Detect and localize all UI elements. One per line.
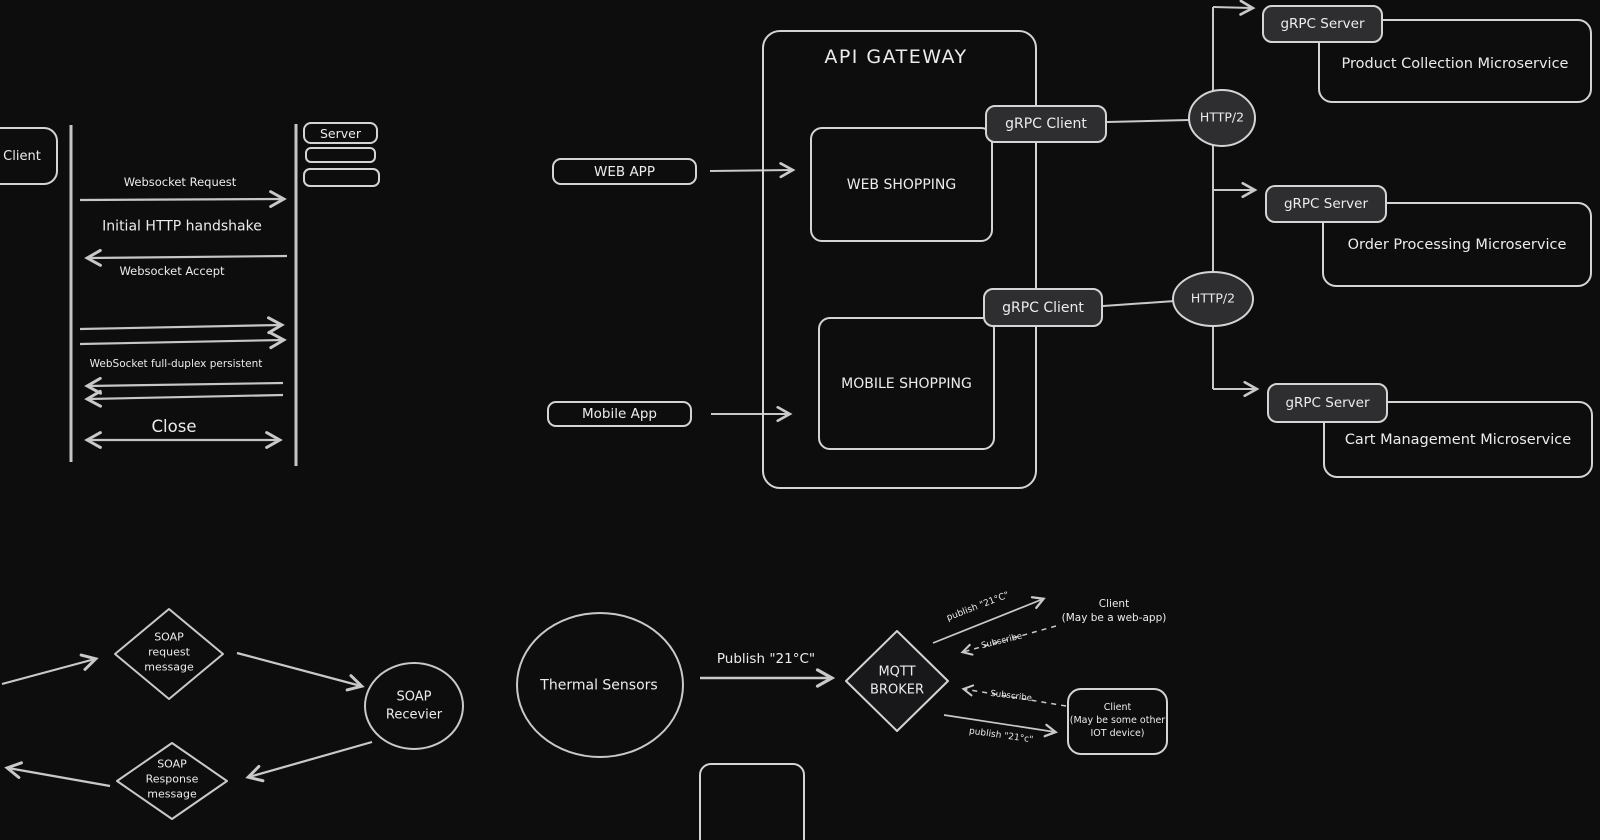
cart-microservice-box: Cart Management Microservice [1323,401,1593,478]
arrow-soapresponse-out [4,761,111,788]
arrow-duplex-right-2 [79,331,287,350]
initial-handshake-label: Initial HTTP handshake [102,218,262,235]
grpc-client-label-1: gRPC Client [1005,116,1087,132]
arrow-soaprequest-to-receiver [236,651,365,692]
mobile-app-box: Mobile App [547,401,692,427]
order-microservice-label: Order Processing Microservice [1347,236,1567,253]
thermal-sensors-circle [516,612,684,758]
thermal-sensors-label: Thermal Sensors [540,677,658,694]
mqtt-shapes [516,596,1067,758]
arrow-duplex-left-2 [84,389,284,408]
http2-label-2: HTTP/2 [1190,290,1236,306]
close-label: Close [151,416,197,436]
websocket-server-label: Server [320,125,361,141]
cart-microservice-label: Cart Management Microservice [1344,431,1572,448]
websocket-server-row-2 [303,168,380,187]
grpc-client-box-1: gRPC Client [985,105,1107,143]
mobile-shopping-label: MOBILE SHOPPING [841,375,972,392]
api-gateway-title: API GATEWAY [824,46,968,69]
websocket-accept-label: Websocket Accept [119,264,225,279]
soap-shapes [1,608,464,820]
web-shopping-box: WEB SHOPPING [810,127,993,242]
grpc-server-label-2: gRPC Server [1283,196,1369,212]
mobile-app-label: Mobile App [582,406,657,422]
grpc-server-box-1: gRPC Server [1262,5,1383,43]
arrow-subscribe-up [960,625,1057,656]
grpc-server-box-2: gRPC Server [1265,185,1387,223]
client-iot-box: Client (May be some other IOT device) [1067,688,1168,755]
grpc-client-label-2: gRPC Client [1002,299,1084,316]
soap-request-label: SOAP request message [144,630,194,674]
http2-label-1: HTTP/2 [1199,109,1245,125]
websocket-client-label: Client [3,148,41,164]
mobile-shopping-box: MOBILE SHOPPING [818,317,995,450]
http2-circle-1 [1188,89,1256,147]
soap-response-diamond [116,742,228,820]
arrow-publish-up [932,596,1046,644]
soap-receiver-label: SOAP Recevier [385,689,443,722]
websocket-server-box: Server [303,122,378,144]
arrow-publish-down [943,714,1058,738]
websocket-client-box: Client [0,127,58,185]
order-microservice-box: Order Processing Microservice [1322,202,1592,287]
empty-box [699,763,805,840]
product-microservice-label: Product Collection Microservice [1341,56,1569,72]
arrow-receiver-to-soapresponse [245,740,373,783]
websocket-request-label: Websocket Request [123,175,237,190]
product-microservice-box: Product Collection Microservice [1318,19,1592,103]
arrow-webapp-to-webshopping [709,162,796,179]
soap-receiver-circle [364,662,464,750]
arrow-to-grpcserver1 [1212,0,1256,16]
gateway-connectors [709,0,1260,423]
line-grpcclient2-http2 [1102,300,1176,307]
http2-circle-2 [1172,271,1254,327]
arrow-duplex-left-1 [84,376,284,395]
soap-response-label: SOAP Response message [145,757,199,801]
websocket-server-row-1 [305,147,376,163]
web-shopping-label: WEB SHOPPING [846,176,957,193]
arrow-subscribe-down [961,684,1067,707]
full-duplex-label: WebSocket full-duplex persistent [89,357,263,370]
client-web-label: Client (May be a web-app) [1061,597,1167,624]
publish-main-label: Publish "21°C" [716,650,816,667]
grpc-client-box-2: gRPC Client [983,288,1103,327]
web-app-box: WEB APP [552,158,697,185]
web-app-label: WEB APP [594,163,655,180]
arrow-websocket-accept [84,248,288,267]
mqtt-broker-label: MQTT BROKER [870,664,924,697]
arrow-duplex-right-1 [79,316,285,335]
arrow-websocket-request [79,190,287,208]
arrow-into-soap-request [1,653,99,686]
grpc-server-box-3: gRPC Server [1267,383,1388,423]
grpc-server-label-3: gRPC Server [1285,395,1370,411]
client-iot-label: Client (May be some other IOT device) [1069,702,1166,739]
line-grpcclient1-http2 [1106,119,1190,123]
api-gateway-box [762,30,1037,489]
mqtt-broker-diamond [845,630,949,732]
grpc-server-label-1: gRPC Server [1280,16,1365,32]
soap-request-diamond [114,608,224,700]
websocket-sequence-lines [69,124,298,466]
